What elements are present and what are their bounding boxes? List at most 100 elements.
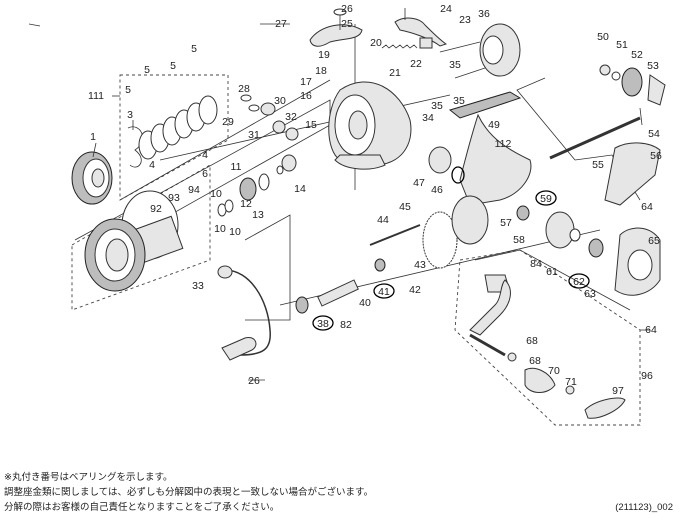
part-label-50: 50 <box>597 31 609 43</box>
part-main-gear <box>545 211 581 249</box>
part-label-22: 22 <box>410 58 422 70</box>
part-label-19: 19 <box>318 49 330 61</box>
part-label-26: 26 <box>248 375 260 387</box>
part-label-16: 16 <box>300 90 312 102</box>
part-label-10: 10 <box>229 226 241 238</box>
part-label-68: 68 <box>529 355 541 367</box>
part-label-61: 61 <box>546 266 558 278</box>
part-label-12: 12 <box>240 198 252 210</box>
part-label-96: 96 <box>641 370 653 382</box>
part-label-82: 82 <box>340 319 352 331</box>
part-drag-washers <box>127 95 218 168</box>
part-label-45: 45 <box>399 201 411 213</box>
part-rotor-cover <box>439 23 521 79</box>
part-spool <box>84 190 184 292</box>
part-label-15: 15 <box>305 119 317 131</box>
exploded-parts-diagram: 1344555561010101112131415161718192021222… <box>28 3 666 426</box>
part-pinion-gear-set <box>217 154 297 217</box>
part-body-cover <box>614 227 661 296</box>
part-label-54: 54 <box>648 128 660 140</box>
part-label-47: 47 <box>413 177 425 189</box>
part-label-11: 11 <box>231 161 242 173</box>
part-label-44: 44 <box>377 214 389 226</box>
part-collar <box>428 146 465 184</box>
part-label-40: 40 <box>359 297 371 309</box>
part-bearing-41 <box>374 258 386 272</box>
part-label-24: 24 <box>440 3 452 15</box>
part-label-64: 64 <box>645 324 657 336</box>
part-label-25: 25 <box>341 18 353 30</box>
part-label-10: 10 <box>214 223 226 235</box>
part-label-5: 5 <box>144 64 150 76</box>
part-label-23: 23 <box>459 14 471 26</box>
part-drag-knob <box>71 151 113 205</box>
part-label-32: 32 <box>285 111 297 123</box>
part-label-56: 56 <box>650 150 662 162</box>
part-label-59: 59 <box>540 193 552 205</box>
bearing-marker-59 <box>535 190 557 206</box>
part-label-111: 111 <box>88 90 104 102</box>
part-label-64: 64 <box>641 201 653 213</box>
part-label-52: 52 <box>631 49 643 61</box>
part-bearing-62 <box>588 238 604 258</box>
part-label-28: 28 <box>238 83 250 95</box>
part-bail-arms <box>309 8 448 47</box>
part-label-46: 46 <box>431 184 443 196</box>
part-label-70: 70 <box>548 365 560 377</box>
part-bearing-38 <box>295 296 309 314</box>
bearing-marker-41 <box>373 283 395 299</box>
part-label-57: 57 <box>500 217 512 229</box>
part-worm-shaft <box>317 279 359 307</box>
part-label-112: 112 <box>495 138 512 150</box>
part-label-4: 4 <box>149 159 155 171</box>
note-bearing: ※丸付き番号はベアリングを示します。 <box>4 472 173 483</box>
part-label-14: 14 <box>294 183 306 195</box>
part-label-94: 94 <box>188 184 200 196</box>
bearing-marker-38 <box>312 315 334 331</box>
part-label-29: 29 <box>222 116 234 128</box>
part-label-65: 65 <box>648 235 660 247</box>
part-bearing-59 <box>516 205 530 221</box>
part-label-53: 53 <box>647 60 659 72</box>
part-spring <box>381 37 433 49</box>
part-label-36: 36 <box>478 8 490 20</box>
part-label-42: 42 <box>409 284 421 296</box>
part-label-55: 55 <box>592 159 604 171</box>
part-rotor <box>328 81 412 170</box>
part-label-5: 5 <box>125 84 131 96</box>
part-label-43: 43 <box>414 259 426 271</box>
part-line-roller <box>217 265 233 279</box>
part-label-20: 20 <box>370 37 382 49</box>
part-bail-holder <box>221 336 257 361</box>
part-label-10: 10 <box>210 188 222 200</box>
part-label-62: 62 <box>573 276 585 288</box>
part-label-4: 4 <box>202 149 208 161</box>
part-label-35: 35 <box>449 59 461 71</box>
part-label-41: 41 <box>378 286 390 298</box>
part-handle <box>469 274 626 419</box>
axis-line <box>119 79 331 201</box>
diagram-code: (211123)_002 <box>615 502 673 513</box>
part-label-21: 21 <box>389 67 401 79</box>
part-label-92: 92 <box>150 203 162 215</box>
part-label-51: 51 <box>616 39 628 51</box>
part-label-13: 13 <box>252 209 264 221</box>
group-box-111 <box>119 74 229 201</box>
group-box-spool <box>71 164 211 311</box>
part-label-30: 30 <box>274 95 286 107</box>
bearing-marker-62 <box>568 273 590 289</box>
part-label-93: 93 <box>168 192 180 204</box>
part-bail-wire <box>224 269 271 356</box>
part-label-35: 35 <box>453 95 465 107</box>
part-label-27: 27 <box>275 18 287 30</box>
part-side-cover <box>604 142 661 206</box>
part-label-1: 1 <box>90 131 96 143</box>
part-label-26: 26 <box>341 3 353 15</box>
part-body <box>448 91 532 206</box>
part-label-3: 3 <box>127 109 133 121</box>
part-label-97: 97 <box>612 385 624 397</box>
part-drive-gear <box>369 195 489 269</box>
part-label-71: 71 <box>565 376 577 388</box>
part-label-63: 63 <box>584 288 596 300</box>
